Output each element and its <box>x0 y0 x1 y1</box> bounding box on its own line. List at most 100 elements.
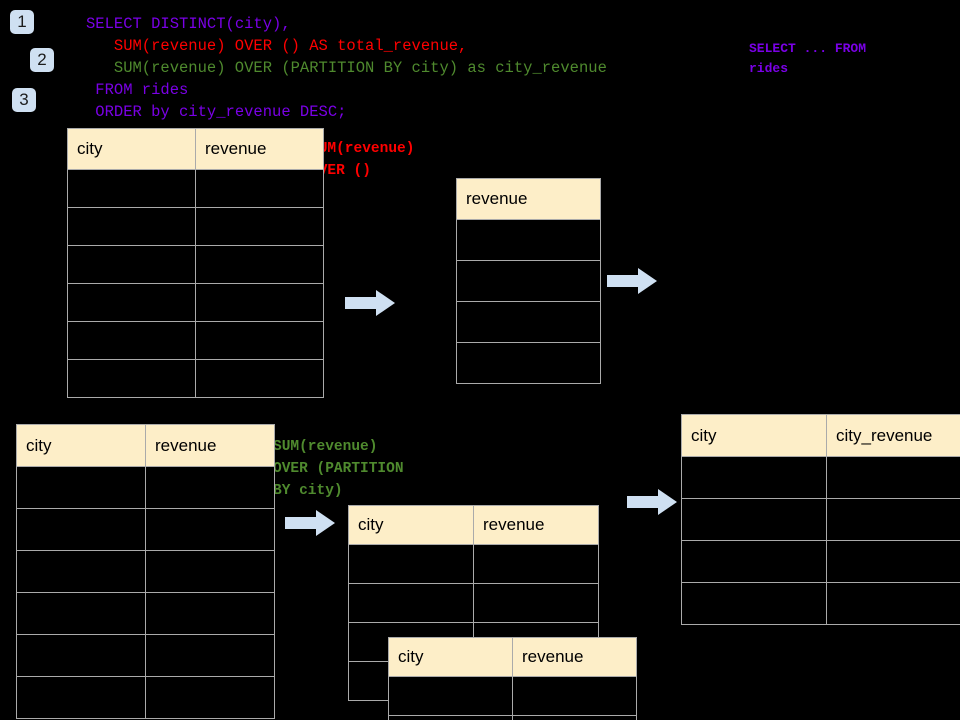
step-badge-1: 1 <box>10 10 34 34</box>
table-cell-empty <box>145 508 275 551</box>
table-cell-empty <box>348 544 474 584</box>
table-cell-empty <box>145 634 275 677</box>
table-row <box>67 169 324 208</box>
table-cell-empty <box>826 582 960 625</box>
sql-code-block: SELECT DISTINCT(city), SUM(revenue) OVER … <box>86 13 607 123</box>
table-cell-empty <box>456 260 601 302</box>
table-cell-empty <box>67 321 196 360</box>
right-arrow-icon <box>627 489 677 515</box>
table-cell-empty <box>16 592 146 635</box>
table-cell-empty <box>681 582 827 625</box>
table-row <box>388 715 637 720</box>
table-row <box>16 466 275 509</box>
table-cell-empty <box>16 634 146 677</box>
table-row <box>456 342 601 384</box>
table-cell-empty <box>388 715 513 720</box>
table-cell-empty <box>473 544 599 584</box>
table-row <box>456 260 601 302</box>
arrow-total-to-result <box>607 266 657 296</box>
column-header-city: city <box>681 414 827 457</box>
sql-code-line-1: SELECT DISTINCT(city), <box>86 15 291 33</box>
table-cell-empty <box>195 359 324 398</box>
table-cell-empty <box>826 456 960 499</box>
table-cell-empty <box>16 550 146 593</box>
arrow-partition-to-result <box>627 487 677 517</box>
table-cell-empty <box>681 540 827 583</box>
table-cell-empty <box>195 245 324 284</box>
table-row <box>16 508 275 551</box>
table-cell-empty <box>145 466 275 509</box>
column-header-city: city <box>67 128 196 170</box>
table-cell-empty <box>826 540 960 583</box>
table-cell-empty <box>681 456 827 499</box>
table-cell-empty <box>195 207 324 246</box>
table-row <box>456 301 601 343</box>
city-revenue-annotation: SUM(revenue) OVER (PARTITION BY city) <box>273 439 404 499</box>
table-row <box>348 583 599 623</box>
right-arrow-icon <box>285 510 335 536</box>
column-header-city_revenue: city_revenue <box>826 414 960 457</box>
table-cell-empty <box>145 676 275 719</box>
table-cell-empty <box>456 219 601 261</box>
column-header-city: city <box>16 424 146 467</box>
table-row <box>67 283 324 322</box>
table-row <box>67 245 324 284</box>
table-row <box>16 676 275 719</box>
table-row <box>681 498 960 541</box>
table-header-row: revenue <box>456 178 601 220</box>
table-row <box>388 676 637 716</box>
table-cell-empty <box>145 592 275 635</box>
arrow-source-to-partition <box>285 508 335 538</box>
column-header-revenue: revenue <box>473 505 599 545</box>
sql-code-line-4: FROM rides <box>95 81 189 99</box>
column-header-revenue: revenue <box>512 637 637 677</box>
table-cell-empty <box>512 715 637 720</box>
table-row <box>16 634 275 677</box>
table-cell-empty <box>195 321 324 360</box>
column-header-city: city <box>348 505 474 545</box>
step-badge-3: 3 <box>12 88 36 112</box>
table-cell-empty <box>388 676 513 716</box>
table-cell-empty <box>67 245 196 284</box>
column-header-revenue: revenue <box>145 424 275 467</box>
table-cell-empty <box>826 498 960 541</box>
right-arrow-icon <box>345 290 395 316</box>
table-cell-empty <box>67 359 196 398</box>
table-row <box>681 582 960 625</box>
table-cell-empty <box>145 550 275 593</box>
table-cell-empty <box>473 583 599 623</box>
table-row <box>16 592 275 635</box>
table-cell-empty <box>195 169 324 208</box>
table-row <box>67 321 324 360</box>
total-revenue-annotation: SUM(revenue) OVER () <box>310 141 415 179</box>
table-row <box>681 456 960 499</box>
table-row <box>67 207 324 246</box>
sql-code-line-3: SUM(revenue) OVER (PARTITION BY city) as… <box>113 59 607 77</box>
table-row <box>456 219 601 261</box>
table-cell-empty <box>67 283 196 322</box>
table-cell-empty <box>16 466 146 509</box>
select-from-rides-annotation: SELECT ... FROM rides <box>749 41 867 76</box>
sql-code-line-5: ORDER by city_revenue DESC; <box>95 103 347 121</box>
table-cell-empty <box>456 342 601 384</box>
arrow-source-to-total <box>345 288 395 318</box>
total-revenue-table: revenue <box>456 178 601 384</box>
table-cell-empty <box>67 169 196 208</box>
right-arrow-icon <box>607 268 657 294</box>
table-cell-empty <box>512 676 637 716</box>
table-cell-empty <box>16 676 146 719</box>
table-row <box>681 540 960 583</box>
table-cell-empty <box>16 508 146 551</box>
column-header-city: city <box>388 637 513 677</box>
column-header-revenue: revenue <box>195 128 324 170</box>
